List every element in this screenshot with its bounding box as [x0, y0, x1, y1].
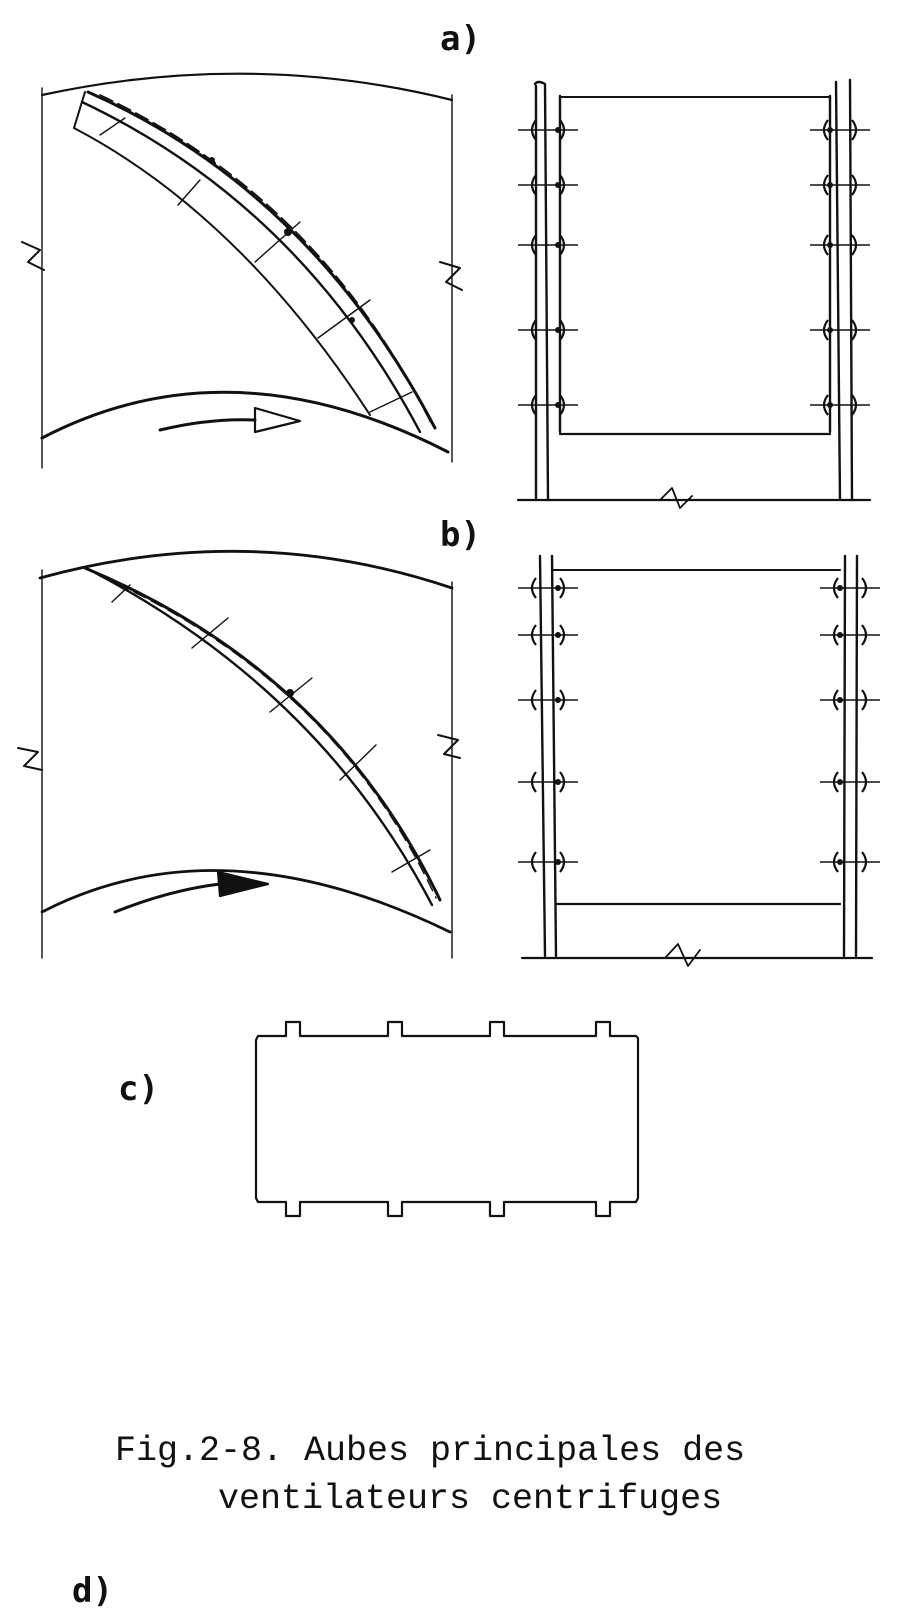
label-d: d): [72, 1571, 113, 1611]
outer-rim-arc-b: [38, 549, 454, 590]
rivet-icon: [820, 624, 880, 646]
rivet-icon: [518, 234, 578, 256]
rivet-icon: [518, 394, 578, 416]
blade-a-front-view: [21, 72, 463, 469]
rivet-icon: [518, 174, 578, 196]
rivet-icon: [518, 851, 578, 873]
rotation-arrow-b: [113, 882, 222, 914]
rivet-icon: [518, 771, 578, 793]
blade-blank-c: [254, 1020, 640, 1218]
rivet-icon: [810, 174, 870, 196]
blade-a-rib: [73, 127, 371, 416]
blade-b-front-view: [17, 549, 461, 959]
rivet-icon: [518, 577, 578, 599]
blade-b-convex: [83, 566, 442, 902]
rivet-heads: [518, 119, 880, 873]
rivet-icon: [820, 771, 880, 793]
blade-b-concave: [88, 568, 434, 907]
inner-hub-arc-b: [40, 869, 452, 934]
rivet-icon: [810, 394, 870, 416]
rivet-icon: [820, 689, 880, 711]
rotation-arrow-a: [158, 418, 257, 432]
inner-hub-arc-a: [40, 390, 450, 454]
rivet-icon: [820, 577, 880, 599]
rivet-icon: [810, 119, 870, 141]
rivet-icon: [518, 689, 578, 711]
figure-drawing: [17, 72, 874, 1218]
rivet-icon: [518, 319, 578, 341]
rivet-icon: [518, 119, 578, 141]
label-b: b): [440, 515, 481, 555]
outer-rim-arc-a: [40, 72, 454, 102]
caption-line-2: ventilateurs centrifuges: [218, 1479, 723, 1519]
blade-a-side-view: [516, 78, 872, 509]
label-a: a): [440, 19, 481, 59]
caption-line-1: Fig.2-8. Aubes principales des: [115, 1431, 746, 1471]
blade-b-side-view: [520, 554, 874, 967]
blade-a-concave: [80, 100, 422, 434]
rivet-icon: [820, 851, 880, 873]
rivet-icon: [810, 234, 870, 256]
rivet-icon: [518, 624, 578, 646]
label-c: c): [118, 1069, 159, 1109]
rivet-icon: [810, 319, 870, 341]
